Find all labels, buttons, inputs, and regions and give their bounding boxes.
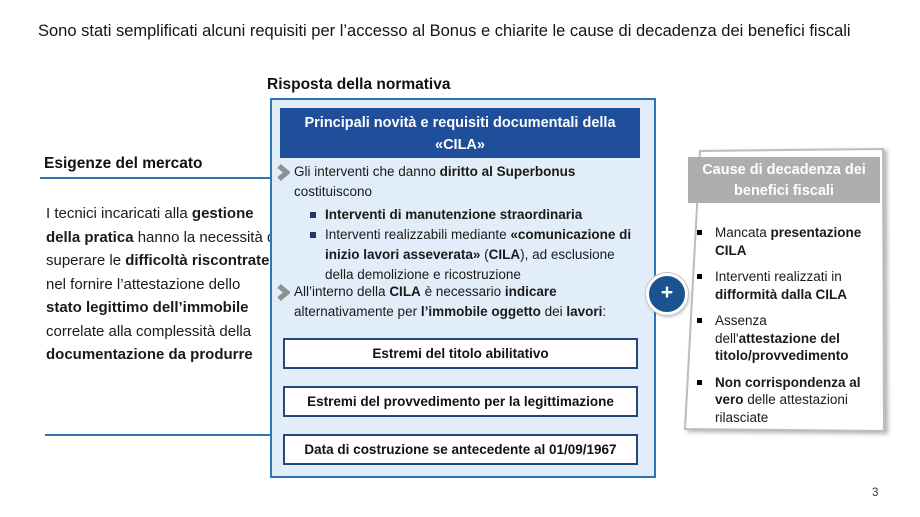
center-panel-box: Principali novità e requisiti documental…: [270, 98, 656, 478]
requirement-box-provvedimento: Estremi del provvedimento per la legitti…: [283, 386, 638, 417]
list-item-text: Interventi di manutenzione straordinaria: [325, 207, 583, 222]
list-item: Interventi realizzabili mediante «comuni…: [310, 225, 645, 285]
chevron-item-2: All’interno della CILA è necessario indi…: [277, 282, 627, 322]
chevron-icon: [277, 284, 291, 306]
left-bottom-divider: [45, 434, 270, 436]
chevron-item-text: Gli interventi che danno diritto al Supe…: [294, 164, 576, 199]
slide-title: Sono stati semplificati alcuni requisiti…: [38, 22, 851, 40]
left-panel-paragraph: I tecnici incaricati alla gestione della…: [46, 205, 279, 363]
requirement-box-data-costruzione: Data di costruzione se antecedente al 01…: [283, 434, 638, 465]
list-item-text: Non corrispondenza al vero delle attesta…: [715, 374, 861, 425]
square-bullet-icon: [310, 212, 316, 218]
list-item-text: Assenza dell'attestazione del titolo/pro…: [715, 313, 849, 363]
list-item: Interventi di manutenzione straordinaria: [310, 205, 645, 225]
square-bullet-icon: [697, 274, 702, 279]
left-panel-heading: Esigenze del mercato: [44, 155, 203, 172]
sub-bullet-list: Interventi di manutenzione straordinaria…: [310, 205, 645, 285]
right-panel: Cause di decadenza dei benefici fiscali …: [682, 148, 886, 434]
square-bullet-icon: [310, 232, 316, 238]
list-item-text: Mancata presentazione CILA: [715, 225, 862, 258]
list-item-text: Interventi realizzabili mediante «comuni…: [325, 227, 632, 282]
right-panel-card-shape: [683, 148, 886, 433]
center-panel-header: Principali novità e requisiti documental…: [280, 108, 640, 158]
chevron-item-1: Gli interventi che danno diritto al Supe…: [277, 162, 627, 202]
plus-icon: +: [646, 273, 688, 315]
page-number: 3: [872, 487, 879, 499]
chevron-icon: [277, 164, 291, 186]
center-panel-heading: Risposta della normativa: [267, 76, 451, 93]
right-bullet-list: Mancata presentazione CILA Interventi re…: [697, 224, 875, 435]
left-heading-divider: [40, 177, 270, 179]
list-item: Mancata presentazione CILA: [697, 224, 875, 259]
list-item: Non corrispondenza al vero delle attesta…: [697, 374, 875, 427]
requirement-box-titolo: Estremi del titolo abilitativo: [283, 338, 638, 369]
right-panel-header: Cause di decadenza dei benefici fiscali: [688, 157, 880, 203]
list-item-text: Interventi realizzati in difformità dall…: [715, 269, 848, 302]
square-bullet-icon: [697, 379, 702, 385]
square-bullet-icon: [697, 318, 702, 323]
list-item: Interventi realizzati in difformità dall…: [697, 268, 875, 303]
list-item: Assenza dell'attestazione del titolo/pro…: [697, 312, 875, 365]
square-bullet-icon: [697, 230, 702, 235]
chevron-item-text: All’interno della CILA è necessario indi…: [294, 284, 607, 319]
